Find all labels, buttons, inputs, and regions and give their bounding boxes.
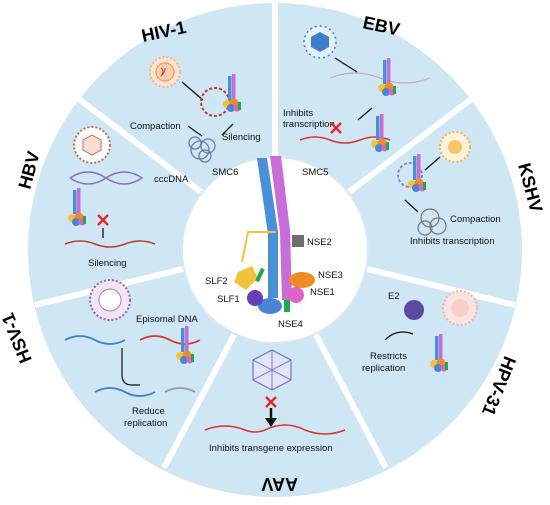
slf2-subunit (234, 266, 258, 290)
hiv1-virion-icon (149, 56, 181, 88)
slf2-label: SLF2 (205, 276, 228, 287)
ebv-block-x-icon (330, 122, 342, 134)
nse1-label: NSE1 (310, 287, 335, 298)
hsv-replication-label: replication (124, 418, 167, 429)
ebv-inhibits-label: Inhibits (283, 108, 313, 119)
hsv-dna-bottom-icon (94, 387, 156, 397)
hpv-e2-label: E2 (388, 291, 400, 302)
hbv-cccdna-icon (69, 171, 144, 185)
hiv1-compaction-label: Compaction (130, 121, 181, 132)
title-hsv1: HSV-1 (0, 310, 36, 366)
ebv-panel: Inhibits transcription (283, 25, 431, 152)
kshv-inhibits-label: Inhibits transcription (410, 236, 494, 247)
hbv-dna-icon (64, 240, 156, 248)
hbv-silencing-label: Silencing (88, 258, 127, 269)
aav-capsid-icon (252, 349, 292, 391)
aav-dna-icon (204, 424, 346, 435)
sector-dividers (34, 3, 516, 470)
kshv-compaction-label: Compaction (450, 214, 501, 225)
kshv-panel: Compaction Inhibits transcription (397, 131, 501, 247)
nse3-subunit (289, 272, 315, 288)
aav-inhibits-label: Inhibits transgene expression (209, 443, 333, 454)
kshv-virion-icon (439, 131, 471, 163)
hsv-virion-icon (89, 279, 131, 321)
hpv31-panel: E2 Restricts replication (362, 290, 478, 374)
nse2-label: NSE2 (307, 237, 332, 248)
smc5-arm (270, 156, 292, 300)
ebv-transcription-label: transcription (283, 119, 335, 130)
smc5-label: SMC5 (302, 167, 328, 178)
ebv-dna-icon (329, 72, 431, 84)
hpv-replication-label: replication (362, 363, 405, 374)
hbv-panel: cccDNA Silencing (64, 126, 189, 269)
smc56-complex: SMC6 SMC5 NSE2 NSE3 NSE1 NSE4 SLF2 SLF1 (205, 156, 343, 330)
hbv-virion-icon (73, 126, 111, 164)
hsv-dna-right-icon (139, 335, 201, 345)
slf1-subunit (247, 290, 263, 306)
hiv1-silencing-label: Silencing (222, 132, 261, 143)
ebv-dna-strand-icon (299, 136, 391, 144)
hpv-e2-protein-icon (404, 300, 424, 320)
nse2-subunit (292, 235, 304, 247)
hpv-virion-icon (442, 290, 478, 326)
hiv1-panel: Compaction Silencing (130, 56, 261, 163)
ebv-virion-icon (303, 25, 337, 59)
aav-panel: Inhibits transgene expression (204, 349, 346, 454)
smc6-arm (257, 158, 278, 298)
hbv-block-x-icon (97, 214, 109, 226)
hsv-episomal-label: Episomal DNA (136, 314, 198, 325)
nse4-subunit (258, 298, 282, 314)
nse4-label: NSE4 (278, 319, 303, 330)
smc6-label: SMC6 (212, 167, 238, 178)
hsv-reduce-label: Reduce (132, 406, 165, 417)
nse1-subunit (288, 287, 304, 303)
hbv-cccdna-label: cccDNA (154, 174, 189, 185)
nse3-label: NSE3 (318, 270, 343, 281)
hpv-restricts-label: Restricts (370, 351, 407, 362)
kshv-compacted-dna-icon (417, 208, 447, 236)
kshv-dna-loop-icon (397, 162, 423, 188)
hsv-dna-left-icon (64, 335, 126, 345)
slf1-label: SLF1 (217, 294, 240, 305)
aav-block-x-icon (265, 396, 277, 408)
title-kshv: KSHV (514, 161, 546, 214)
hsv1-panel: Episomal DNA Reduce replication (64, 279, 201, 429)
title-aav: AAV (261, 474, 298, 494)
hiv1-compacted-dna-icon (188, 136, 216, 163)
